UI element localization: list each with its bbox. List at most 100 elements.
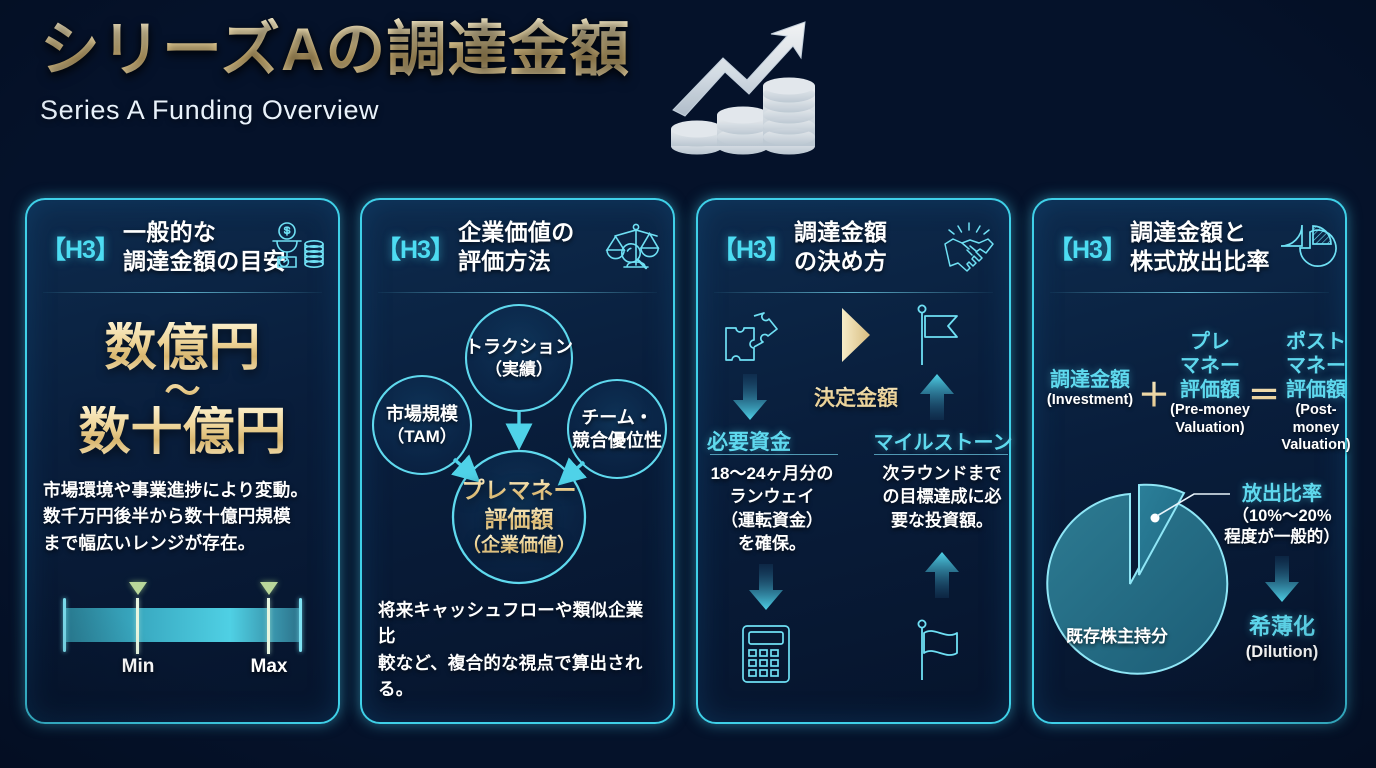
card2-title-line2: 評価方法 [458, 248, 552, 275]
card3-left-heading: 必要資金 [707, 431, 791, 454]
card4-body: 調達金額 (Investment) ＋ プレ マネー 評価額 (Pre-mone… [1034, 294, 1351, 722]
card3-left-l4: を確保。 [738, 534, 806, 554]
decision-amount-label: 決定金額 [776, 382, 936, 412]
eq-premoney-jp-3: 評価額 [1180, 379, 1240, 401]
card2-title-line1: 企業価値の [458, 219, 575, 245]
puzzle-icon [720, 308, 780, 366]
card3-left-l2: ランウェイ [729, 487, 815, 507]
card1-header: 【H3】 一般的な 調達金額の目安 [27, 200, 338, 293]
card2-header: 【H3】 企業価値の 評価方法 [362, 200, 673, 293]
card2-note-line2: 較など、複合的な視点で算出される。 [378, 652, 643, 699]
scale-with-coin-icon [270, 220, 326, 272]
amount-bottom: 数十億円 [27, 405, 338, 459]
range-slider-min-marker[interactable] [129, 582, 147, 595]
dilution-label-en: (Dilution) [1245, 643, 1319, 661]
pie-callout-detail: （10%〜20% 程度が一般的） [1214, 506, 1350, 547]
pie-callout-title: 放出比率 [1242, 483, 1322, 505]
range-slider-min-tick [136, 598, 139, 654]
eq-investment-en: (Investment) [1046, 392, 1134, 408]
card3-header: 【H3】 調達金額 の決め方 [698, 200, 1009, 293]
card2-h3-tag: 【H3】 [376, 236, 455, 264]
dilution-label-jp: 希薄化 [1248, 614, 1315, 639]
pie-callout-l1: （10%〜20% [1232, 507, 1332, 525]
card-equity-dilution[interactable]: 【H3】 調達金額と 株式放出比率 [1032, 198, 1351, 724]
card2-note-line1: 将来キャッシュフローや類似企業比 [378, 600, 644, 647]
card3-title: 調達金額 の決め方 [794, 218, 887, 277]
valuation-diagram [371, 303, 668, 585]
card1-h3-tag: 【H3】 [41, 236, 120, 264]
eq-postmoney: ポスト マネー 評価額 (Post-money Valuation) [1274, 330, 1358, 455]
card3-left-text: 18〜24ヶ月分の ランウェイ （運転資金） を確保。 [696, 462, 848, 556]
eq-premoney-jp-1: プレ [1190, 331, 1230, 353]
card4-divider [1050, 292, 1329, 293]
eq-premoney-en-2: Valuation) [1175, 419, 1245, 436]
eq-postmoney-jp-1: ポスト [1286, 331, 1346, 353]
card2-title: 企業価値の 評価方法 [458, 218, 575, 277]
cards-container: 【H3】 一般的な 調達金額の目安 [0, 198, 1376, 726]
card3-h3-tag: 【H3】 [712, 236, 791, 264]
flag-icon-top [912, 304, 968, 366]
card-funding-range[interactable]: 【H3】 一般的な 調達金額の目安 [25, 198, 340, 724]
range-slider-min-label: Min [121, 656, 155, 677]
eq-investment: 調達金額 (Investment) [1042, 368, 1138, 410]
card2-note: 将来キャッシュフローや類似企業比 較など、複合的な視点で算出される。 [378, 597, 659, 702]
calculator-icon [739, 624, 793, 684]
card1-body: 数億円 〜 数十億円 市場環境や事業進捗により変動。 数千万円後半から数十億円規… [27, 294, 338, 722]
card3-title-line1: 調達金額 [794, 219, 888, 245]
card3-right-text: 次ラウンドまで の目標達成に必 要な投資額。 [866, 462, 1018, 532]
eq-investment-jp: 調達金額 [1050, 369, 1130, 391]
card1-title-line2: 調達金額の目安 [123, 248, 287, 275]
card1-divider [43, 292, 322, 293]
card-amount-decision[interactable]: 【H3】 調達金額 の決め方 [696, 198, 1013, 724]
card1-desc-line1: 市場環境や事業進捗により変動。 [43, 479, 309, 500]
card4-title: 調達金額と 株式放出比率 [1130, 218, 1270, 277]
card3-right-heading: マイルストーン [873, 432, 1013, 454]
card3-body: 必要資金 18〜24ヶ月分の ランウェイ （運転資金） を確保。 [696, 294, 1013, 722]
card3-right-arrow-up [920, 374, 954, 420]
card3-left-l3: （運転資金） [721, 510, 823, 530]
card3-title-line2: の決め方 [794, 248, 888, 275]
flag-icon-bottom [912, 619, 968, 681]
range-slider[interactable]: Min Max [63, 574, 302, 677]
card4-title-line2: 株式放出比率 [1130, 248, 1270, 275]
card3-right-arrow-up-2 [925, 552, 959, 598]
card3-left-arrow-down-2 [749, 564, 783, 610]
card1-title: 一般的な 調達金額の目安 [123, 218, 286, 277]
pie-existing-holders-label: 既存株主持分 [1066, 627, 1168, 646]
eq-postmoney-jp-2: マネー [1286, 355, 1346, 377]
range-slider-right-cap [299, 598, 302, 652]
card2-divider [378, 292, 657, 293]
card3-left-arrow-down [733, 374, 767, 420]
growth-arrow-coins-icon [665, 14, 830, 174]
range-slider-left-cap [63, 598, 66, 652]
card3-right-l2: の目標達成に必 [882, 487, 1002, 507]
card1-desc-line3: まで幅広いレンジが存在。 [43, 532, 256, 553]
card3-divider [714, 292, 993, 293]
eq-premoney-en-1: (Pre-money [1170, 402, 1250, 418]
amount-top: 数億円 [27, 321, 338, 375]
balance-scale-magnifier-icon [605, 220, 661, 272]
handshake-icon [941, 220, 997, 272]
card4-header: 【H3】 調達金額と 株式放出比率 [1034, 200, 1345, 293]
card-valuation-method[interactable]: 【H3】 企業価値の 評価方法 [360, 198, 675, 724]
card3-right-l3: 要な投資額。 [891, 510, 993, 530]
card1-desc-line2: 数千万円後半から数十億円規模 [43, 506, 291, 527]
eq-postmoney-en-1: (Post-money [1292, 402, 1340, 436]
dilution-arrow-down [1265, 556, 1299, 602]
decision-gold-arrow [842, 308, 870, 362]
range-slider-max-marker[interactable] [260, 582, 278, 595]
card1-description: 市場環境や事業進捗により変動。 数千万円後半から数十億円規模 まで幅広いレンジが… [43, 477, 322, 557]
pie-callout-l2: 程度が一般的） [1224, 527, 1340, 546]
card3-left-l1: 18〜24ヶ月分の [710, 464, 834, 483]
card1-title-line1: 一般的な [123, 219, 217, 245]
card4-h3-tag: 【H3】 [1048, 236, 1127, 264]
valuation-equation: 調達金額 (Investment) ＋ プレ マネー 評価額 (Pre-mone… [1034, 330, 1351, 480]
card3-right-rule [874, 454, 1008, 455]
card4-title-line1: 調達金額と [1130, 219, 1247, 245]
card3-left-rule [710, 454, 838, 455]
range-slider-max-tick [267, 598, 270, 654]
range-slider-max-label: Max [250, 656, 288, 677]
eq-postmoney-jp-3: 評価額 [1286, 379, 1346, 401]
eq-postmoney-en-2: Valuation) [1281, 437, 1351, 454]
pie-chart-icon [1277, 220, 1337, 272]
